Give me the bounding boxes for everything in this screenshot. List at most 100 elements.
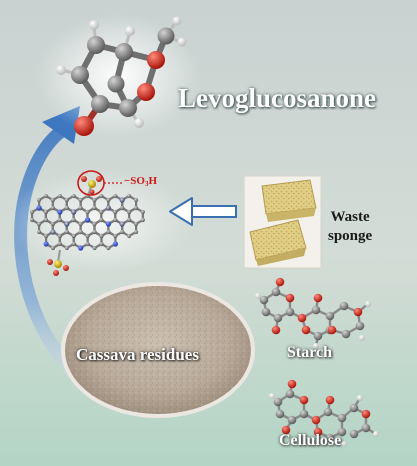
carbon-atom bbox=[92, 229, 97, 235]
carbon-atom bbox=[57, 217, 63, 223]
sulfonic-acid-label: −SO3H bbox=[124, 175, 158, 188]
carbon-atom bbox=[325, 433, 335, 443]
oxygen-atom bbox=[301, 325, 311, 335]
carbon-atom bbox=[120, 205, 125, 211]
carbon-atom bbox=[134, 197, 139, 203]
nitrogen-atom bbox=[36, 205, 42, 211]
carbon-atom bbox=[29, 217, 35, 223]
carbon-atom bbox=[85, 233, 90, 239]
oxygen-atom bbox=[313, 427, 323, 437]
carbon-atom bbox=[311, 305, 321, 315]
carbon-atom bbox=[71, 193, 76, 199]
oxygen-atom bbox=[313, 293, 323, 303]
hydrogen-atom bbox=[313, 343, 319, 349]
carbon-atom bbox=[113, 193, 118, 199]
starch-label: Starch bbox=[287, 344, 333, 361]
hydrogen-atom bbox=[373, 431, 379, 437]
oxygen-atom bbox=[325, 395, 335, 405]
nitrogen-atom bbox=[112, 241, 118, 247]
carbon-atom bbox=[285, 307, 295, 317]
carbon-atom bbox=[323, 407, 333, 417]
carbon-atom bbox=[29, 209, 35, 215]
carbon-atom bbox=[120, 229, 125, 235]
carbon-atom bbox=[78, 197, 83, 203]
carbon-atom bbox=[64, 245, 69, 251]
carbon-atom bbox=[106, 245, 111, 251]
waste-sponge-photo bbox=[243, 175, 322, 269]
hydrogen-atom bbox=[255, 293, 261, 299]
carbon-atom bbox=[325, 311, 335, 321]
carbon-atom bbox=[120, 197, 125, 203]
carbon-atom bbox=[78, 229, 83, 235]
cellulose-molecule bbox=[269, 379, 379, 447]
carbon-atom bbox=[50, 245, 56, 251]
carbon-atom bbox=[299, 409, 309, 419]
oxygen-atom bbox=[299, 395, 309, 405]
carbon-atom bbox=[273, 313, 283, 323]
oxygen-atom bbox=[285, 293, 295, 303]
carbon-atom bbox=[259, 295, 269, 305]
carbon-atom bbox=[99, 241, 104, 247]
carbon-atom bbox=[99, 217, 104, 223]
carbon-atom bbox=[113, 217, 118, 223]
carbon-atom bbox=[99, 233, 104, 239]
oxygen-atom bbox=[297, 313, 307, 323]
carbon-atom bbox=[71, 209, 76, 215]
carbon-atom bbox=[337, 427, 347, 437]
carbon-atom bbox=[50, 221, 56, 227]
carbon-atom bbox=[106, 205, 111, 211]
carbon-atom bbox=[106, 197, 111, 203]
carbon-atom bbox=[271, 287, 281, 297]
cassava-residues-photo bbox=[61, 282, 255, 418]
carbon-atom bbox=[361, 423, 371, 433]
product-name-label: Levoglucosanone bbox=[178, 83, 377, 113]
cassava-residues-label: Cassava residues bbox=[76, 345, 199, 364]
hydrogen-atom bbox=[269, 393, 275, 399]
sulfonated-carbon-catalyst bbox=[8, 170, 192, 276]
carbon-atom bbox=[106, 229, 111, 235]
carbon-atom bbox=[43, 217, 49, 223]
oxygen-atom bbox=[311, 415, 321, 425]
carbon-atom bbox=[92, 205, 97, 211]
starch-molecule bbox=[255, 277, 371, 349]
carbon-atom bbox=[85, 241, 90, 247]
carbon-atom bbox=[349, 403, 359, 413]
carbon-atom bbox=[92, 197, 97, 203]
oxygen-atom bbox=[353, 307, 363, 317]
oxygen-atom bbox=[275, 277, 285, 287]
carbon-atom bbox=[71, 233, 76, 239]
carbon-atom bbox=[113, 233, 118, 239]
carbon-atom bbox=[285, 389, 295, 399]
carbon-atom bbox=[57, 233, 63, 239]
carbon-atom bbox=[341, 329, 351, 339]
carbon-atom bbox=[57, 241, 63, 247]
oxygen-atom bbox=[271, 325, 281, 335]
carbon-atom bbox=[37, 221, 42, 227]
carbon-atom bbox=[127, 233, 132, 239]
carbon-atom bbox=[71, 241, 76, 247]
carbon-atom bbox=[71, 217, 76, 223]
oxygen-atom bbox=[281, 425, 291, 435]
hydrogen-atom bbox=[359, 335, 365, 341]
carbon-atom bbox=[50, 229, 56, 235]
carbon-atom bbox=[85, 209, 90, 215]
carbon-atom bbox=[99, 209, 104, 215]
conversion-arrow bbox=[169, 197, 237, 226]
hydrogen-atom bbox=[341, 441, 347, 447]
carbon-atom bbox=[78, 221, 83, 227]
carbon-atom bbox=[44, 233, 49, 239]
carbon-atom bbox=[349, 429, 359, 439]
carbon-atom bbox=[313, 331, 323, 341]
nitrogen-atom bbox=[85, 217, 91, 223]
nitrogen-atom bbox=[57, 209, 63, 215]
carbon-atom bbox=[355, 321, 365, 331]
nitrogen-atom bbox=[43, 241, 49, 247]
carbon-atom bbox=[273, 397, 283, 407]
carbon-atom bbox=[64, 221, 69, 227]
carbon-atom bbox=[78, 205, 83, 211]
hydrogen-atom bbox=[365, 301, 371, 307]
carbon-atom bbox=[120, 221, 125, 227]
cellulose-label: Cellulose bbox=[279, 432, 342, 449]
carbon-atom bbox=[127, 217, 132, 223]
